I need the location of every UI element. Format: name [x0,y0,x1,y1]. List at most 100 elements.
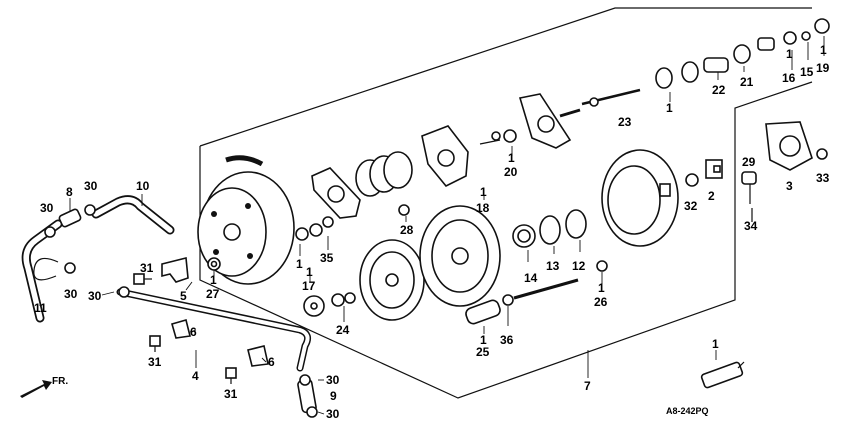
nut-33 [816,148,828,160]
part-label: 30 [84,179,98,193]
switch-2 [705,159,723,179]
flange-gasket-3 [765,121,813,171]
seal-13 [539,215,561,245]
part-label: 29 [742,155,756,169]
part-label: 30 [88,289,102,303]
diaphragm-plate [359,239,425,321]
part-label: 1 [306,265,313,279]
bolt-31a [133,273,152,285]
part-label: 1 [210,273,217,287]
part-label: 21 [740,75,754,89]
part-label: 3 [786,179,793,193]
part-label: 31 [148,355,162,369]
part-label: 1 [712,337,719,351]
valve-20 [479,129,517,145]
front-direction-arrow: FR. [20,376,68,398]
bolt-31b [149,335,161,352]
leader-lines [39,36,825,415]
part-label: 30 [64,287,78,301]
part-label: 33 [816,171,830,185]
part-labels: 1 16 15 19 1 21 22 1 23 1 20 1 18 28 29 … [34,43,830,421]
part-label: 23 [618,115,632,129]
flange-plate [311,167,361,219]
part-label: 1 [666,101,673,115]
bracket-6b [247,345,269,367]
part-label: 31 [140,261,154,275]
part-label: 14 [524,271,538,285]
washer-36 [502,294,514,306]
part-label: 1 [820,43,827,57]
part-label: 1 [598,281,605,295]
pin-29 [741,171,757,204]
part-label: 1 [508,151,515,165]
part-label: 22 [712,83,726,97]
grease-tube [700,361,745,389]
part-label: 12 [572,259,586,273]
part-label: 11 [34,301,47,315]
booster-rear-shell [601,149,679,247]
vacuum-tube-4 [116,286,312,372]
rod-23 [581,88,641,107]
part-label: 1 [480,185,487,199]
part-label: 13 [546,259,560,273]
washer-17 [303,295,325,317]
bracket-6a [171,319,191,339]
part-label: 6 [268,355,275,369]
part-label: 30 [40,201,54,215]
part-label: 27 [206,287,220,301]
part-label: 32 [684,199,698,213]
booster-front-shell [197,155,295,285]
vacuum-hose-10 [91,195,175,235]
part-label: 31 [224,387,238,401]
seal-housing [421,125,469,188]
part-label: 1 [296,257,303,271]
check-valve-8 [44,204,96,274]
part-label: 4 [192,369,199,383]
part-label: 20 [504,165,518,179]
vacuum-hose-11 [21,219,63,323]
part-label: 17 [302,279,316,293]
return-spring [355,151,413,197]
part-label: 2 [708,189,715,203]
part-label: 19 [816,61,830,75]
nut-28 [398,204,410,216]
part-label: 9 [330,389,337,403]
washer-35 [309,216,334,237]
part-label: 30 [326,373,340,387]
assembly-boundary [199,7,813,399]
part-label: 30 [326,407,340,421]
push-rod [513,278,579,300]
nut-27 [207,257,221,271]
part-label: 10 [136,179,150,193]
direction-label: FR. [52,376,68,387]
part-label: 24 [336,323,350,337]
part-label: 15 [800,65,814,79]
part-label: 36 [500,333,514,347]
part-label: 7 [584,379,591,393]
part-label: 34 [744,219,758,233]
part-label: 25 [476,345,490,359]
part-label: 5 [180,289,187,303]
part-label: 28 [400,223,414,237]
part-label: 18 [476,201,490,215]
seal-12 [565,209,587,239]
diagram-code: A8-242PQ [666,406,709,416]
bolt-31c [225,367,237,384]
part-label: 1 [480,333,487,347]
part-label: 8 [66,185,73,199]
part-label: 16 [782,71,796,85]
seal-26 [596,260,608,272]
seal-14 [512,224,536,248]
washer-24 [331,292,356,307]
part-label: 6 [190,325,197,339]
part-label: 35 [320,251,334,265]
part-label: 1 [786,47,793,61]
plunger-spring-25 [465,299,501,325]
nut-32 [685,173,699,187]
cover-flange [518,93,581,149]
valve-body [655,18,830,89]
diaphragm-18 [419,205,501,307]
part-label: 26 [594,295,608,309]
